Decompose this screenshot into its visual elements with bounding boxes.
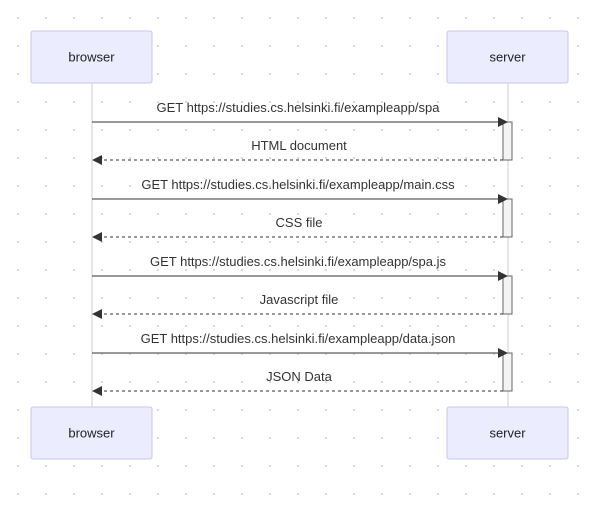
- message-label: GET https://studies.cs.helsinki.fi/examp…: [150, 254, 447, 269]
- activation-bar: [502, 275, 513, 315]
- actor-server-bottom[interactable]: server: [446, 406, 569, 460]
- actor-label-server: server: [489, 50, 526, 65]
- message-label: GET https://studies.cs.helsinki.fi/examp…: [141, 331, 456, 346]
- message-label: HTML document: [251, 138, 347, 153]
- message-label: CSS file: [276, 215, 323, 230]
- message-label: Javascript file: [260, 292, 339, 307]
- message-label: JSON Data: [266, 369, 333, 384]
- activation-bar: [502, 198, 513, 238]
- actor-label-server: server: [489, 426, 526, 441]
- actor-browser-bottom[interactable]: browser: [30, 406, 153, 460]
- message-label: GET https://studies.cs.helsinki.fi/examp…: [156, 100, 440, 115]
- actor-box: [446, 406, 569, 460]
- message-label: GET https://studies.cs.helsinki.fi/examp…: [141, 177, 455, 192]
- actor-box: [30, 406, 153, 460]
- activation-bar: [502, 352, 513, 392]
- actor-server-top[interactable]: server: [446, 30, 569, 84]
- actor-label-browser: browser: [68, 426, 115, 441]
- actor-box: [30, 30, 153, 84]
- actor-label-browser: browser: [68, 50, 115, 65]
- activation-bar: [502, 121, 513, 161]
- actor-browser-top[interactable]: browser: [30, 30, 153, 84]
- actor-box: [446, 30, 569, 84]
